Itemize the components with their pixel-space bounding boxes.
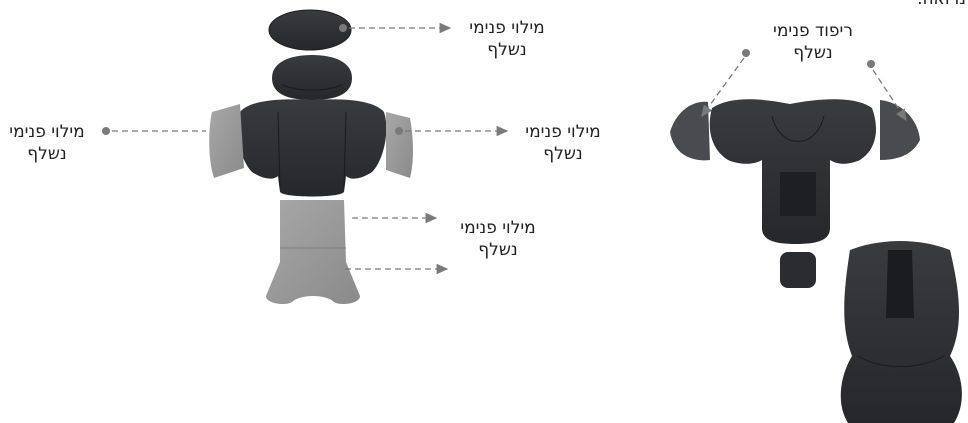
back-insert xyxy=(237,99,387,197)
label-line1: מילוי פנימי xyxy=(525,122,601,142)
label-line2: נשלף xyxy=(487,40,527,60)
label-line1: מילוי פנימי xyxy=(9,122,85,142)
label-line2: נשלף xyxy=(478,240,518,260)
headrest-top-insert xyxy=(268,9,352,51)
label-side-right: מילוי פנימי נשלף xyxy=(508,121,618,165)
label-line2: נשלף xyxy=(793,43,833,63)
padding-seam xyxy=(771,115,825,142)
label-line1: ריפוד פנימי xyxy=(773,21,853,41)
seat-base-insert xyxy=(266,200,360,304)
corner-text: נרואה. xyxy=(917,0,966,9)
buckle-pad xyxy=(780,252,816,288)
label-line2: נשלף xyxy=(543,144,583,164)
wing-pad-right xyxy=(880,100,920,160)
arrow-dot xyxy=(867,60,875,68)
back-seam xyxy=(277,111,347,189)
arrow-dot xyxy=(339,24,347,32)
label-padding: ריפוד פנימי נשלף xyxy=(753,20,873,64)
label-line1: מילוי פנימי xyxy=(460,218,536,238)
padding-main xyxy=(709,99,876,244)
side-foam-right xyxy=(386,112,413,178)
head-cushion-seam xyxy=(281,84,343,91)
arrow-padding-left xyxy=(701,57,745,118)
label-headrest-top: מילוי פנימי נשלף xyxy=(452,17,562,61)
padding-harness-slot xyxy=(780,172,816,216)
arrow-dot xyxy=(742,49,750,57)
arrow-dot xyxy=(395,127,403,135)
label-line2: נשלף xyxy=(27,144,67,164)
arrow-dot xyxy=(102,127,110,135)
wing-pad-left xyxy=(670,101,710,161)
side-foam-left xyxy=(209,104,244,178)
label-side-left: מילוי פנימי נשלף xyxy=(0,121,102,165)
seat-cover-seam xyxy=(857,355,945,367)
head-cushion xyxy=(272,55,352,100)
seat-cover-harness xyxy=(886,250,914,318)
label-line1: מילוי פנימי xyxy=(469,18,545,38)
label-seat-base: מילוי פנימי נשלף xyxy=(443,217,553,261)
seat-cover xyxy=(840,241,962,423)
